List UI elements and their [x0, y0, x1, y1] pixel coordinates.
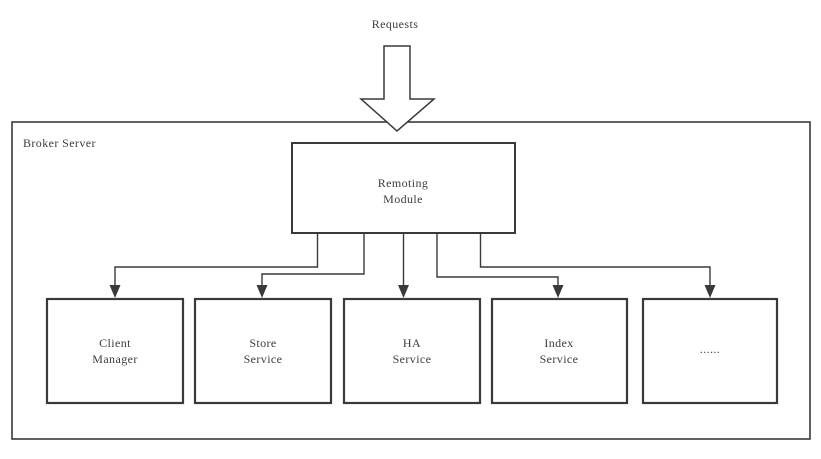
ha-service-label-line2: Service	[393, 352, 432, 366]
store-service-label-line1: Store	[249, 336, 276, 350]
index-service-label-line2: Service	[540, 352, 579, 366]
service-box-store-service	[193, 297, 333, 405]
client-manager-label-line2: Manager	[92, 352, 137, 366]
requests-label: Requests	[372, 17, 419, 31]
service-box-ha-service	[342, 297, 482, 405]
client-manager-label-line1: Client	[99, 336, 131, 350]
arrowhead-ha-service-icon	[398, 285, 409, 298]
requests-block-arrow-icon	[359, 45, 437, 132]
store-service-label-line2: Service	[244, 352, 283, 366]
index-service-label-line1: Index	[544, 336, 573, 350]
service-box-ellipsis	[641, 297, 779, 405]
ellipsis-service-label: ......	[700, 342, 720, 356]
connector-to-ellipsis-service	[479, 233, 711, 286]
arrowhead-store-service-icon	[256, 285, 268, 298]
remoting-module-label-line2: Module	[383, 192, 423, 206]
connector-to-client-manager	[114, 233, 319, 286]
connector-to-index-service	[436, 233, 559, 286]
arrowhead-index-service-icon	[552, 285, 564, 298]
broker-server-label: Broker Server	[23, 136, 96, 150]
arrowhead-ellipsis-service-icon	[704, 285, 716, 298]
broker-server-box	[11, 121, 811, 440]
remoting-module-label-line1: Remoting	[378, 176, 429, 190]
arrowhead-client-manager-icon	[109, 285, 121, 298]
service-box-index-service	[490, 297, 629, 405]
service-box-client-manager	[45, 297, 185, 405]
connector-to-store-service	[261, 233, 365, 286]
ha-service-label-line1: HA	[403, 336, 421, 350]
